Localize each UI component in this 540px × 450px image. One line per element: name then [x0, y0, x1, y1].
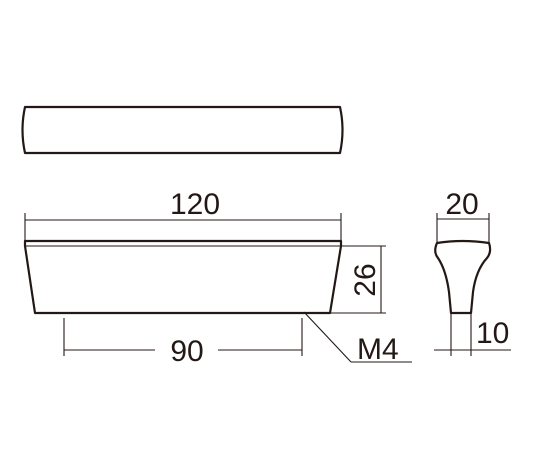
thread-label: M4: [357, 333, 399, 366]
overall-length-dimension: 120: [24, 188, 342, 240]
top-view: [21, 105, 344, 155]
hole-spacing-dimension: 90: [63, 318, 303, 368]
bottom-width-dimension: 10: [434, 314, 511, 356]
hole-spacing-label: 90: [170, 335, 203, 368]
bottom-width-label: 10: [476, 317, 509, 350]
side-view-outline: [434, 239, 492, 315]
height-label: 26: [349, 263, 382, 296]
top-width-dimension: 20: [436, 188, 490, 242]
thread-callout: M4: [303, 311, 412, 366]
thread-leader-line: [303, 311, 352, 363]
front-view-outline: [23, 239, 343, 315]
top-view-outline: [21, 105, 344, 155]
side-view: [434, 239, 492, 315]
height-dimension: 26: [330, 245, 386, 314]
top-width-label: 20: [445, 188, 478, 221]
overall-length-label: 120: [170, 188, 220, 221]
front-view: [23, 239, 343, 315]
